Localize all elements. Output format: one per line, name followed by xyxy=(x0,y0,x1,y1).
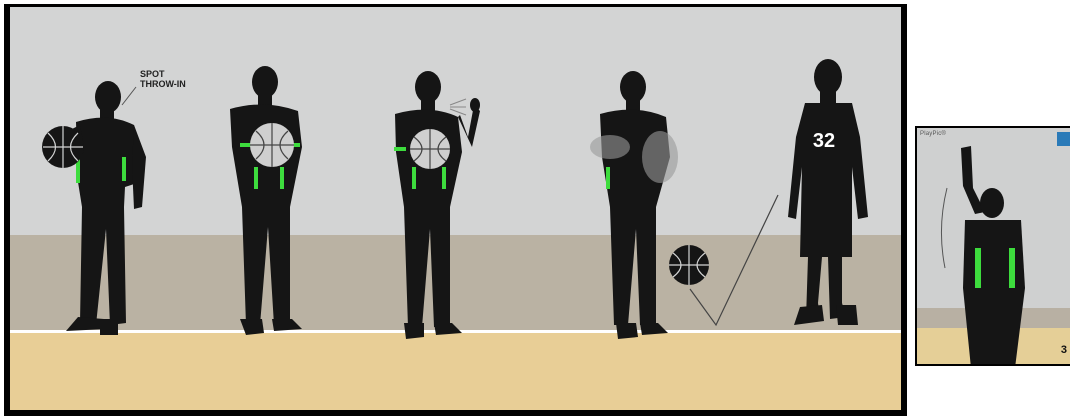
basketball-figure-1 xyxy=(42,126,84,168)
callout-line-1: SPOT xyxy=(140,69,186,79)
wainscot xyxy=(10,235,907,331)
inset-illustration-panel: PlayPic® 3 xyxy=(915,126,1070,366)
basketball-figure-3 xyxy=(410,129,450,169)
brand-label: PlayPic® xyxy=(920,131,946,137)
inset-corner-number: 3 xyxy=(1061,344,1067,356)
callout-line-2: THROW-IN xyxy=(140,79,186,89)
jersey-number: 32 xyxy=(813,130,835,152)
basketball-figure-4 xyxy=(669,245,709,285)
main-illustration-panel: 32 SPOT THROW-IN xyxy=(4,4,907,416)
inset-scene xyxy=(917,128,1070,366)
basketball-figure-2 xyxy=(250,123,294,167)
fiba-logo-icon xyxy=(1057,132,1070,146)
wall xyxy=(10,7,907,235)
court-floor xyxy=(10,333,907,416)
spot-throw-in-label: SPOT THROW-IN xyxy=(140,69,186,89)
